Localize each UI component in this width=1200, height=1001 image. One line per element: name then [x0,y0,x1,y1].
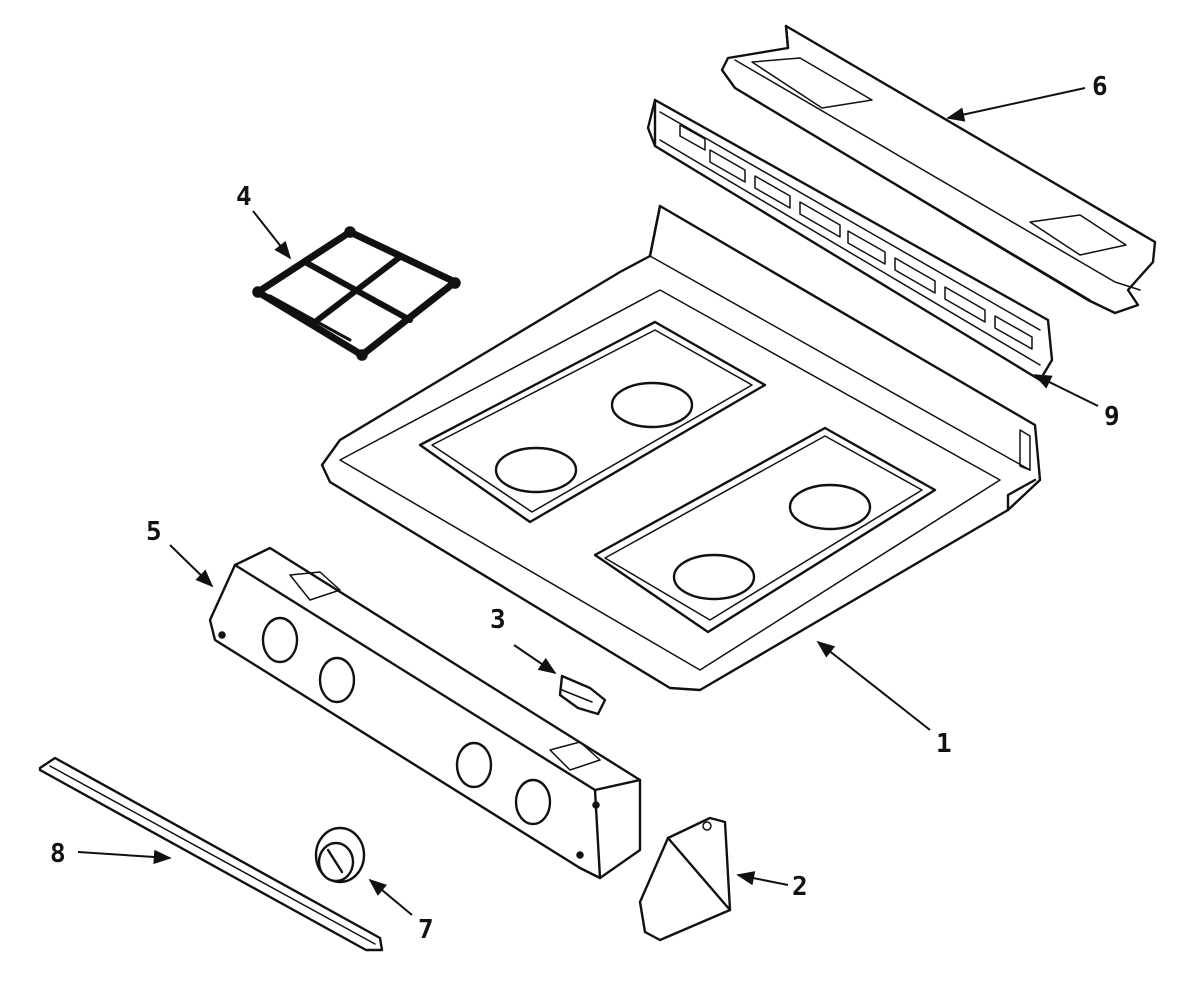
callout-1: 1 [936,729,952,759]
leader-4 [252,210,292,260]
callout-7: 7 [418,915,434,945]
callout-5: 5 [146,517,162,547]
part-4-grate[interactable] [252,226,461,361]
leader-2 [736,871,789,886]
leader-8 [77,849,172,865]
part-8-trim-strip[interactable] [38,756,384,952]
leader-7 [368,878,413,916]
part-7-knob[interactable] [314,826,366,884]
part-3-switch[interactable] [558,674,607,716]
leader-6 [946,87,1086,122]
callout-4: 4 [236,182,252,212]
leader-3 [513,644,557,675]
callout-3: 3 [490,605,506,635]
leader-lines [77,87,1099,916]
leader-1 [816,640,931,731]
part-6-trim[interactable] [720,24,1157,315]
leader-9 [1033,374,1099,407]
callout-labels: 6 9 4 5 3 1 8 7 2 [50,72,1120,945]
callout-8: 8 [50,839,66,869]
part-2-end-cap[interactable] [638,816,732,942]
part-5-control-panel[interactable] [208,546,642,880]
callout-2: 2 [792,872,808,902]
callout-9: 9 [1104,402,1120,432]
callout-6: 6 [1092,72,1108,102]
part-1-cooktop[interactable] [320,204,1042,692]
leader-5 [169,544,214,588]
